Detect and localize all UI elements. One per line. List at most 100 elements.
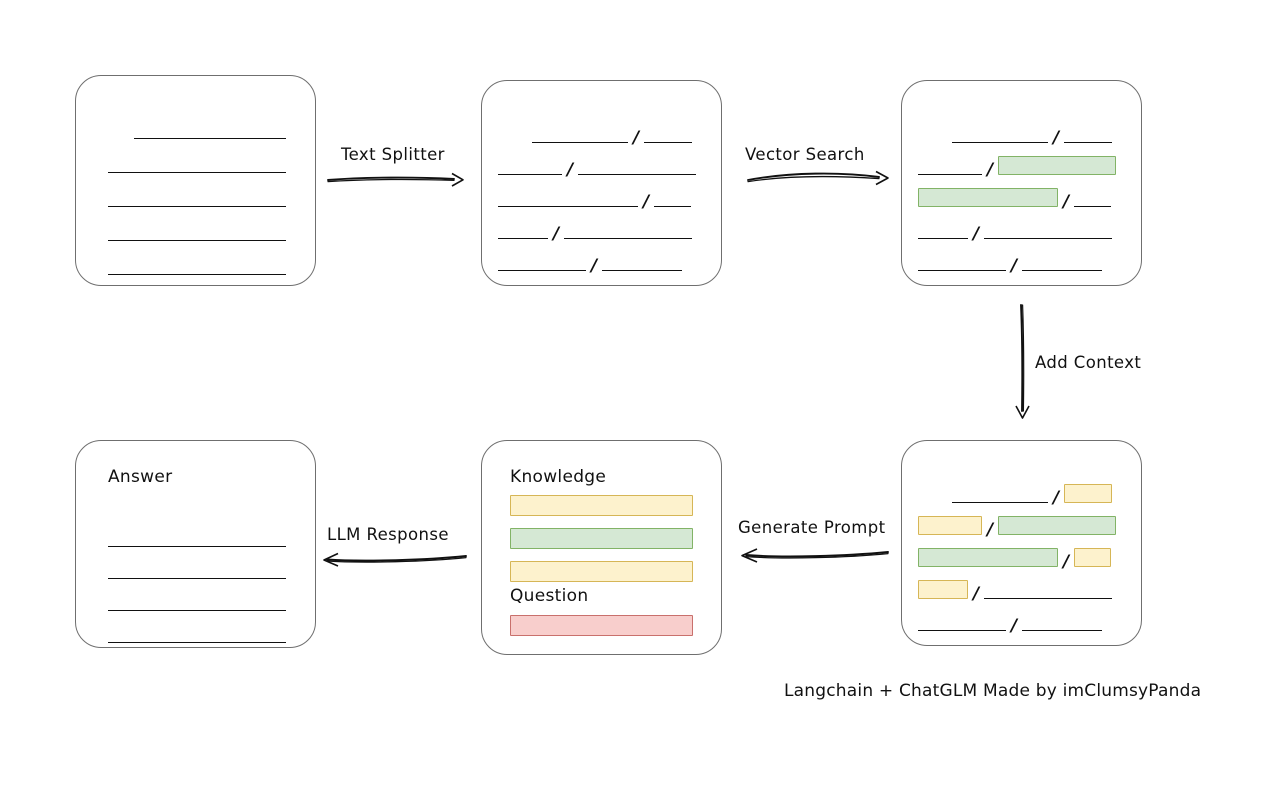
text-line-segment [644, 142, 693, 143]
highlight-chip-green [918, 188, 1058, 207]
text-line-segment [108, 610, 286, 611]
text-line-segment [1022, 630, 1103, 631]
highlight-chip-yellow [918, 580, 968, 599]
text-row [108, 561, 286, 579]
question-caption: Question [510, 586, 589, 606]
text-row: / [918, 613, 1103, 636]
text-line-segment [1022, 270, 1103, 271]
arrow-label-generate-prompt: Generate Prompt [738, 518, 886, 537]
footer-credit: Langchain + ChatGLM Made by imClumsyPand… [784, 681, 1202, 701]
knowledge-bar-2 [510, 528, 693, 549]
text-line-segment [578, 174, 697, 175]
text-row [108, 529, 286, 547]
split-chunks-rows: / / / / / [482, 81, 721, 285]
highlight-chip-green [918, 548, 1058, 567]
matched-chunks-box[interactable]: / / / / / [901, 80, 1142, 286]
split-chunks-box[interactable]: / / / / / [481, 80, 722, 286]
text-row: / [918, 156, 1117, 180]
answer-caption: Answer [108, 467, 173, 487]
knowledge-bar-1 [510, 495, 693, 516]
text-row: / [498, 157, 697, 180]
text-row [108, 155, 286, 173]
text-line-segment [654, 206, 692, 207]
text-line-segment [108, 240, 286, 241]
text-splitter-arrow-icon [327, 172, 464, 187]
text-line-segment [108, 274, 286, 275]
text-row: / [918, 580, 1113, 604]
text-row [108, 593, 286, 611]
text-row: / [918, 188, 1112, 212]
text-line-segment [108, 206, 286, 207]
source-document-rows [76, 76, 315, 285]
highlight-chip-green [998, 516, 1117, 535]
knowledge-bar-3 [510, 561, 693, 582]
text-line-segment [984, 598, 1113, 599]
text-line-segment [918, 238, 968, 239]
chunk-separator-slash: / [643, 192, 650, 212]
text-row: / [952, 125, 1113, 148]
answer-box[interactable]: Answer [75, 440, 316, 648]
text-line-segment [918, 174, 982, 175]
highlight-chip-yellow [1064, 484, 1113, 503]
text-row [134, 121, 286, 139]
add-context-arrow-icon [1015, 304, 1030, 419]
vector-search-arrow-icon [747, 170, 889, 186]
text-line-segment [498, 206, 638, 207]
chunk-separator-slash: / [553, 224, 560, 244]
text-row: / [952, 484, 1113, 508]
chunk-separator-slash: / [987, 520, 994, 540]
chunk-separator-slash: / [1011, 616, 1018, 636]
context-chunks-rows: / / / / / [902, 441, 1141, 645]
llm-response-arrow-icon [323, 552, 467, 567]
text-line-segment [952, 502, 1048, 503]
text-line-segment [498, 270, 586, 271]
text-line-segment [498, 174, 562, 175]
text-row: / [918, 548, 1112, 572]
text-line-segment [952, 142, 1048, 143]
text-line-segment [1064, 142, 1113, 143]
text-row: / [918, 253, 1103, 276]
chunk-separator-slash: / [1011, 256, 1018, 276]
matched-chunks-rows: / / / / / [902, 81, 1141, 285]
text-row [108, 223, 286, 241]
chunk-separator-slash: / [633, 128, 640, 148]
text-row [108, 625, 286, 643]
text-line-segment [532, 142, 628, 143]
text-line-segment [918, 630, 1006, 631]
chunk-separator-slash: / [987, 160, 994, 180]
text-line-segment [108, 546, 286, 547]
chunk-separator-slash: / [1053, 488, 1060, 508]
text-line-segment [108, 578, 286, 579]
source-document-box[interactable] [75, 75, 316, 286]
arrow-label-add-context: Add Context [1035, 353, 1142, 372]
prompt-box[interactable]: Knowledge Question [481, 440, 722, 655]
chunk-separator-slash: / [1063, 552, 1070, 572]
text-line-segment [498, 238, 548, 239]
arrow-label-llm-response: LLM Response [327, 525, 449, 544]
text-row: / [918, 221, 1113, 243]
chunk-separator-slash: / [1053, 128, 1060, 148]
text-line-segment [918, 270, 1006, 271]
chunk-separator-slash: / [973, 584, 980, 604]
answer-rows [76, 441, 315, 647]
text-row [108, 257, 286, 275]
text-row: / [498, 221, 693, 244]
text-line-segment [134, 138, 286, 139]
highlight-chip-yellow [918, 516, 982, 535]
generate-prompt-arrow-icon [741, 548, 889, 563]
knowledge-caption: Knowledge [510, 467, 607, 487]
text-line-segment [984, 238, 1113, 239]
question-bar-1 [510, 615, 693, 636]
chunk-separator-slash: / [567, 160, 574, 180]
text-row: / [498, 253, 683, 276]
text-row: / [918, 516, 1117, 540]
chunk-separator-slash: / [591, 256, 598, 276]
chunk-separator-slash: / [1063, 192, 1070, 212]
text-row: / [498, 189, 692, 212]
arrow-label-vector-search: Vector Search [745, 145, 865, 164]
context-chunks-box[interactable]: / / / / / [901, 440, 1142, 646]
highlight-chip-green [998, 156, 1117, 175]
arrow-label-text-splitter: Text Splitter [341, 145, 445, 164]
text-line-segment [1074, 206, 1112, 207]
